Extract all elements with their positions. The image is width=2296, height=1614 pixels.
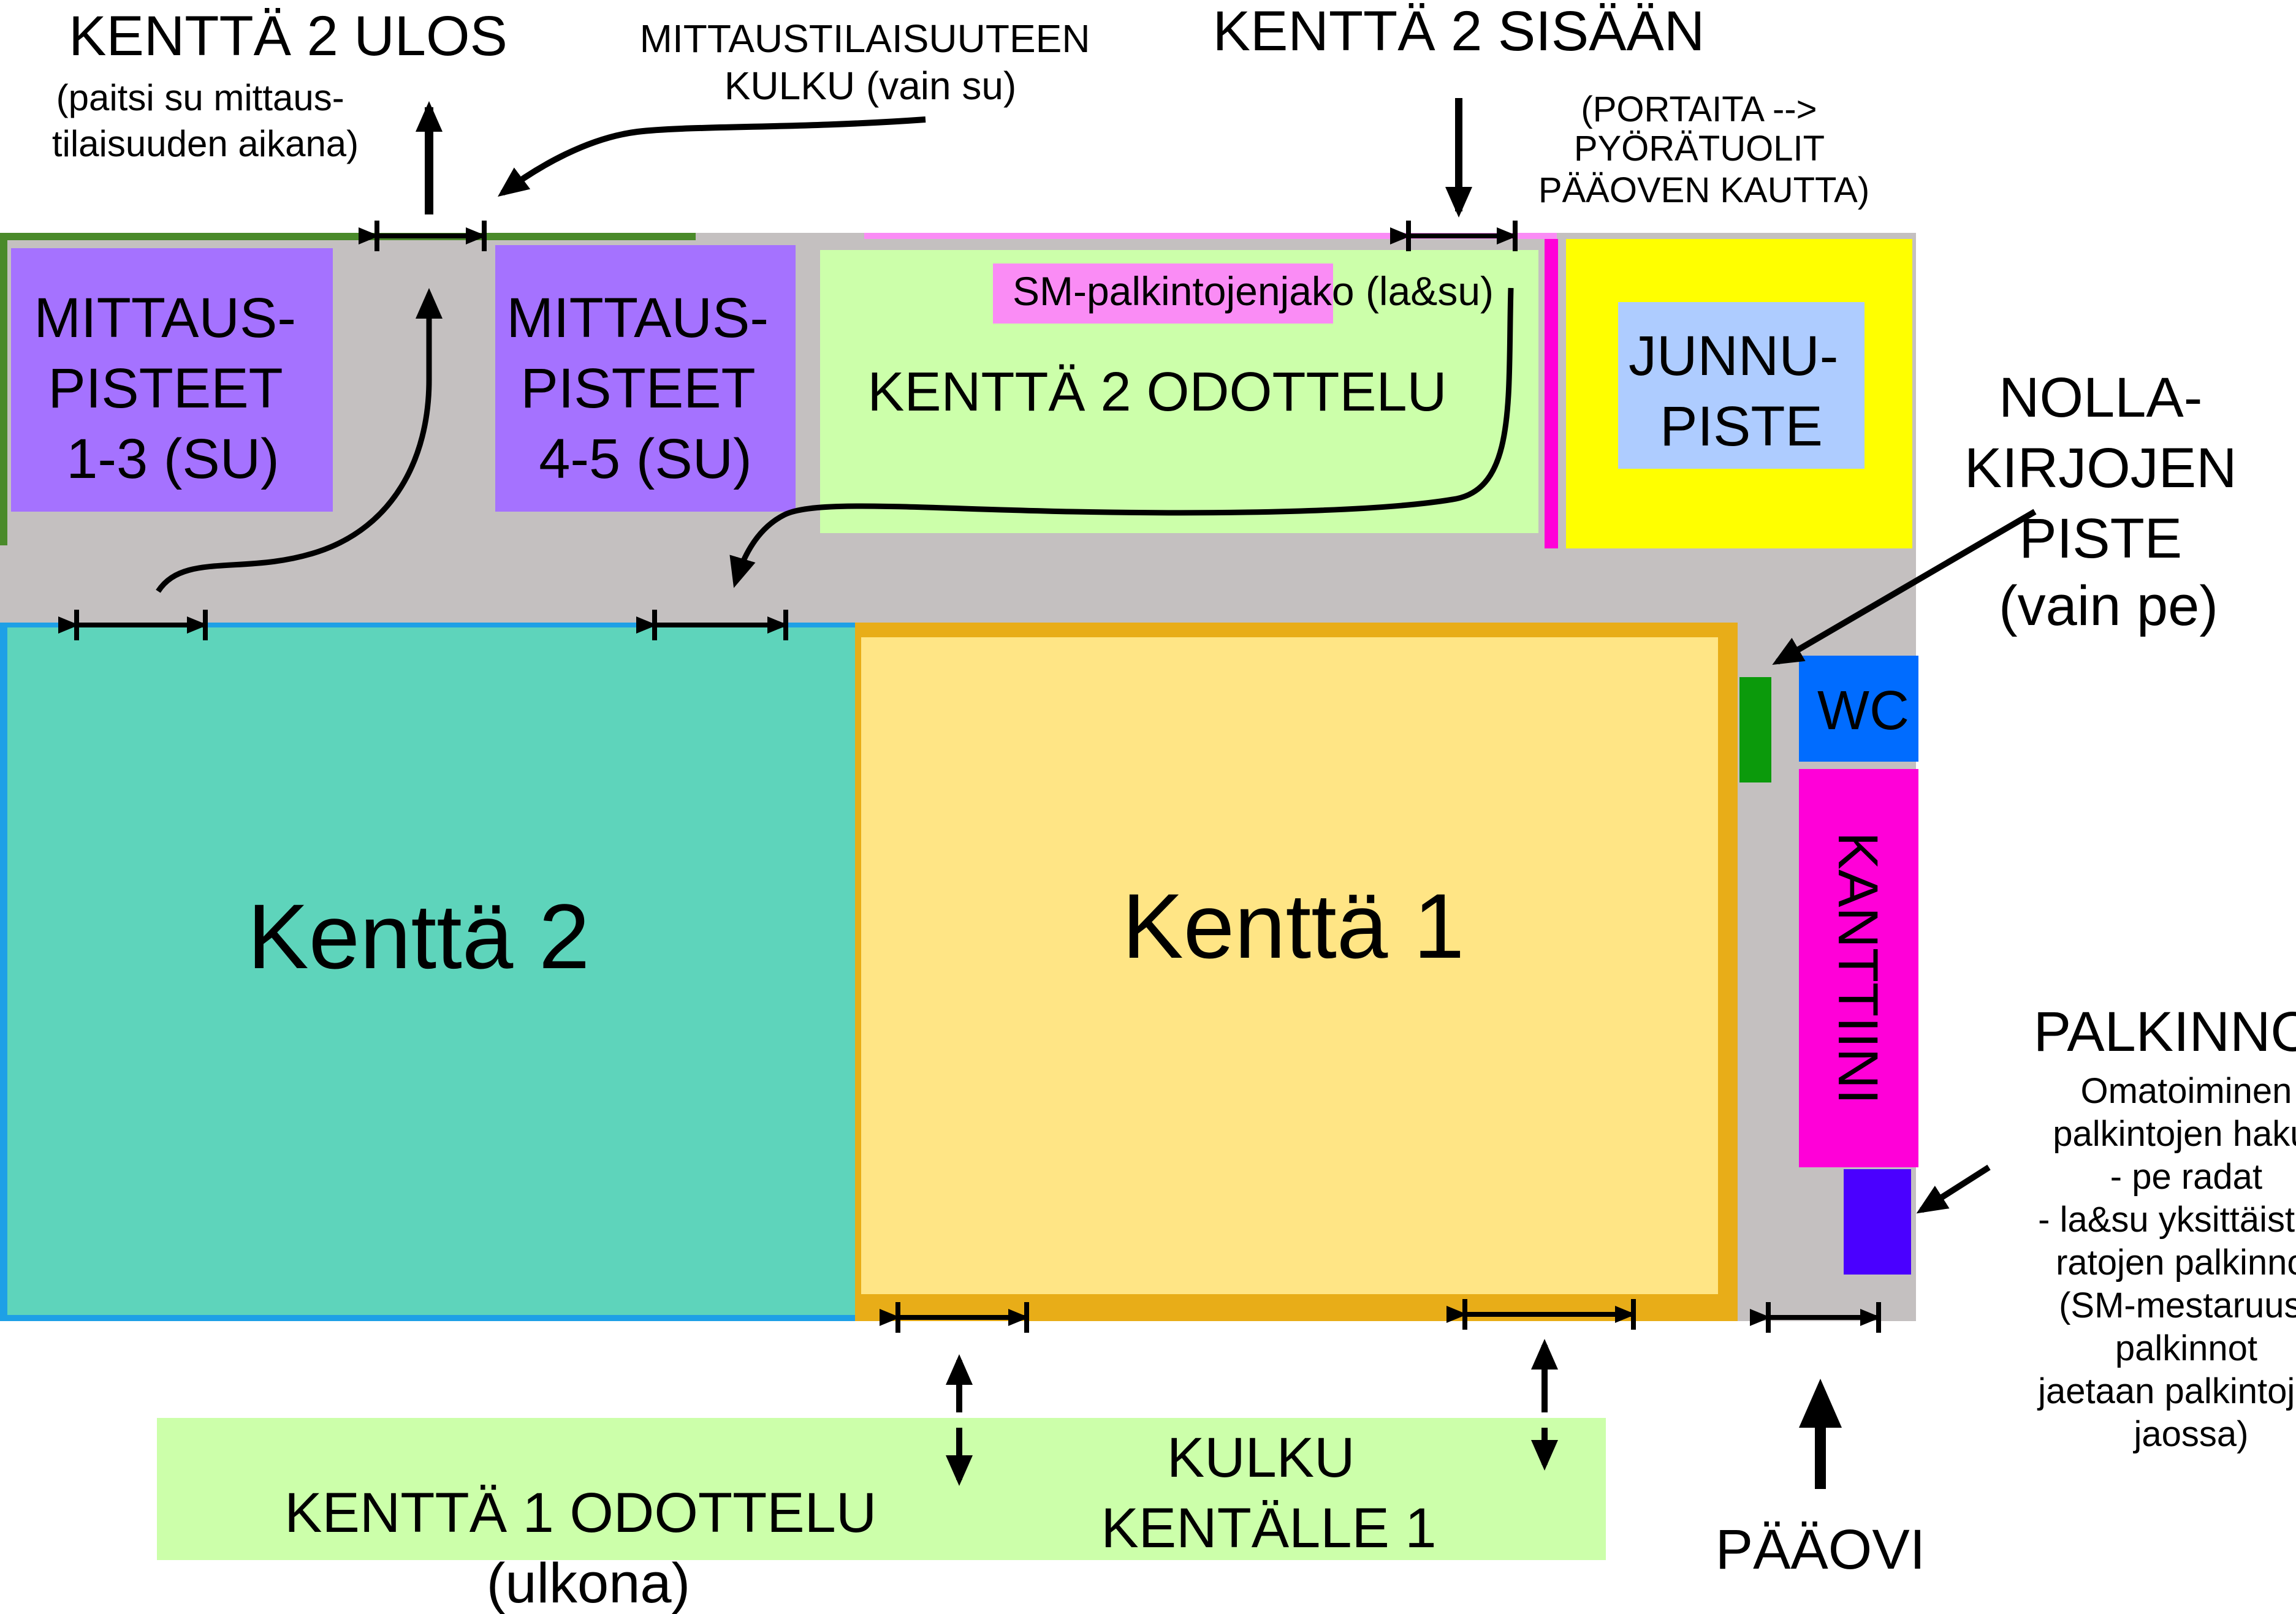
sm-palkintojenjako-label: SM-palkintojenjako (la&su): [1013, 268, 1494, 314]
kentta2-ulos-label: KENTTÄ 2 ULOS: [69, 5, 507, 67]
top-pink-border: [864, 233, 1557, 239]
wc-box: [1799, 656, 1918, 762]
mittauspisteet-4-5-label: MITTAUS- PISTEET 4-5 (SU): [506, 287, 784, 490]
kanttiini-box: [1799, 769, 1918, 1167]
kanttiini-label: KANTTIINI: [1827, 832, 1889, 1105]
palkinnot-arrow: [1916, 1164, 1991, 1214]
door-marker-top-left: [359, 221, 487, 251]
left-border-green: [0, 233, 7, 545]
portaita-note: (PORTAITA --> PYÖRÄTUOLIT PÄÄOVEN KAUTTA…: [1538, 89, 1869, 210]
door-marker-kentta1-right: [1446, 1299, 1636, 1330]
mittauspisteet-1-3-label: MITTAUS- PISTEET 1-3 (SU): [34, 287, 311, 490]
palkinnot-title: PALKINNOT: [2034, 1001, 2296, 1063]
mittaustilaisuuteen-kulku-label: MITTAUSTILAISUUTEEN KULKU (vain su): [640, 17, 1101, 108]
kentta2-label: Kenttä 2: [248, 885, 590, 988]
magenta-strip: [1545, 239, 1558, 548]
kentta1-odottelu-label: KENTTÄ 1 ODOTTELU (ulkona): [284, 1482, 892, 1614]
nollakirjojen-piste-marker: [1739, 677, 1771, 782]
kulku-kentalle1-label: KULKU KENTÄLLE 1: [1101, 1426, 1436, 1559]
door-marker-top-right: [1390, 221, 1518, 251]
paaovi-label: PÄÄOVI: [1716, 1518, 1926, 1581]
junnupiste-label: JUNNU- PISTE: [1629, 325, 1854, 458]
nollakirjojen-arrow: [1772, 509, 2037, 665]
mittaus-kulku-arrow: [497, 116, 926, 197]
palkinnot-description: Omatoiminen palkintojen haku: - pe radat…: [2037, 1071, 2296, 1454]
kentta2-odottelu-label: KENTTÄ 2 ODOTTELU: [867, 362, 1446, 423]
door-marker-kentta1-left: [880, 1302, 1029, 1333]
mittaus-entry-arrow: [156, 288, 443, 593]
sm-palkintojenjako-area: [993, 263, 1333, 324]
kentta1-odottelu-zone: [157, 1418, 1606, 1560]
kentta2-area: [7, 627, 855, 1315]
palkinnot-box: [1844, 1169, 1911, 1275]
top-left-border: [0, 233, 696, 240]
mittauspisteet-1-3-box: [11, 248, 333, 512]
wc-label: WC: [1817, 680, 1909, 741]
kentta2-path-arrow: [729, 287, 1514, 588]
kentta2-sisaan-label: KENTTÄ 2 SISÄÄN: [1213, 0, 1705, 63]
junnupiste-box: [1618, 302, 1865, 469]
kentta1-label: Kenttä 1: [1122, 874, 1465, 977]
mittauspisteet-4-5-box: [495, 245, 796, 512]
door-marker-kentta2-right: [636, 610, 788, 640]
kentta2-ulos-note: (paitsi su mittaus- tilaisuuden aikana): [52, 77, 359, 164]
door-marker-paaovi: [1750, 1302, 1881, 1333]
nollakirjojen-piste-label: NOLLA- KIRJOJEN PISTE (vain pe): [1964, 366, 2252, 637]
kentta1-area: [861, 637, 1718, 1294]
door-marker-kentta2-left: [58, 610, 208, 640]
